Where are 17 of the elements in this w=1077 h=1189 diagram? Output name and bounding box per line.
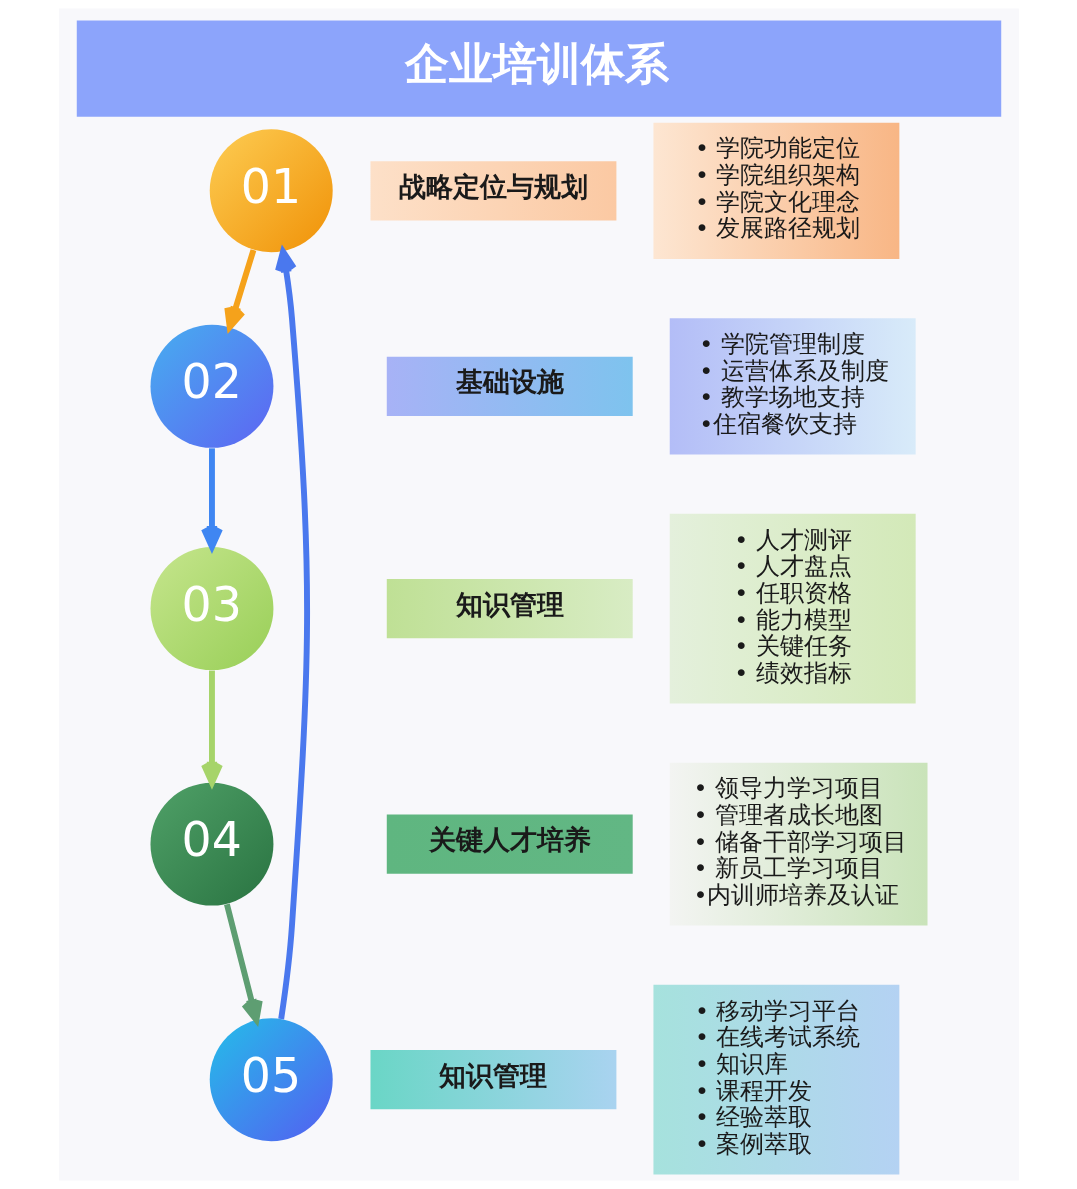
node-box: 知识管理	[386, 578, 633, 639]
node-box: • 人才测评 • 人才盘点 • 任职资格 • 能力模型 • 关键任务 • 绩效指标	[669, 513, 916, 704]
node-box: • 学院功能定位 • 学院组织架构 • 学院文化理念 • 发展路径规划	[652, 122, 899, 259]
node-box: 关键人才培养	[386, 814, 633, 874]
node-box: 知识管理	[370, 1050, 616, 1110]
node-box: 基础设施	[386, 356, 633, 416]
node-circle: 03	[150, 547, 273, 671]
arrow	[223, 249, 256, 331]
node-circle: 04	[150, 782, 273, 906]
node-circle: 01	[209, 129, 333, 253]
node-box: • 学院管理制度 • 运营体系及制度 • 教学场地支持 •住宿餐饮支持	[669, 318, 916, 455]
node-box: • 领导力学习项目 • 管理者成长地图 • 储备干部学习项目 • 新员工学习项目 •内训师培养及认证	[669, 762, 927, 926]
diagram-title: 企业培训体系	[404, 37, 669, 89]
node-circle: 02	[150, 324, 273, 448]
node-box: 战略定位与规划	[370, 161, 616, 221]
node-box: • 移动学习平台 • 在线考试系统 • 知识库 • 课程开发 • 经验萃取 • 案例萃取	[652, 984, 899, 1175]
node-circle: 05	[209, 1018, 333, 1142]
